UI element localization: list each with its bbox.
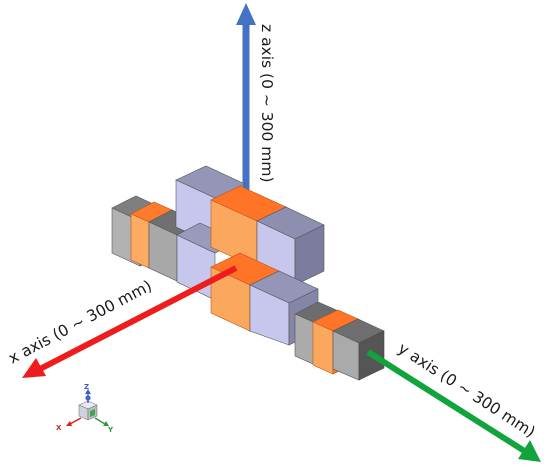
y-axis-arrowhead — [518, 440, 541, 462]
y-axis-label: y axis (0 ~ 300 mm) — [395, 339, 539, 441]
gray-block-right — [332, 318, 385, 381]
x-axis — [22, 265, 238, 378]
triad-z-label: Z — [84, 383, 89, 391]
y-axis-line — [366, 349, 528, 455]
x-axis-line — [36, 265, 238, 373]
triad-x-label: X — [56, 424, 62, 432]
y-axis — [366, 349, 541, 462]
triad-y-label: Y — [107, 426, 114, 434]
z-axis-arrowhead — [236, 3, 256, 25]
block-assembly — [111, 165, 385, 381]
z-axis-label: z axis (0 ~ 300 mm) — [258, 24, 276, 183]
coordinate-triad-icon: Z X Y — [56, 383, 114, 434]
x-axis-arrowhead — [22, 358, 46, 378]
